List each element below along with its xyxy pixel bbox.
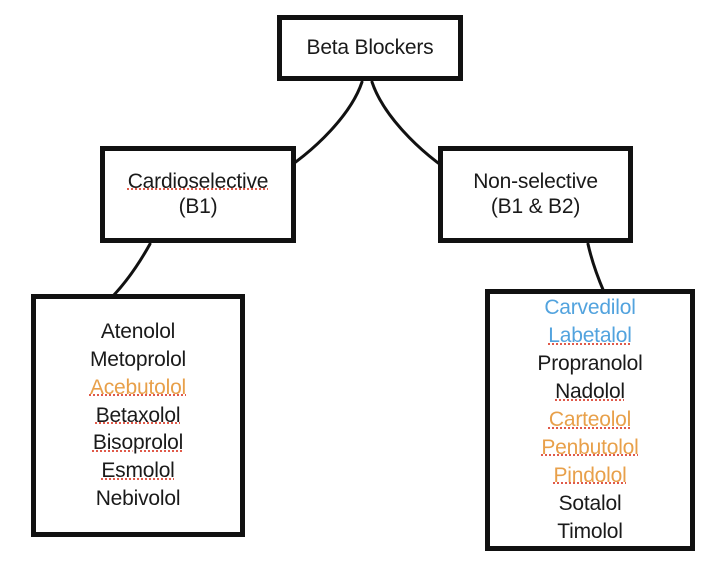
node-cardioselective[interactable]: Cardioselective (B1)	[100, 146, 296, 243]
drug-item: Labetalol	[548, 324, 632, 348]
node-beta-blockers[interactable]: Beta Blockers	[277, 15, 463, 81]
drug-item: Penbutolol	[541, 435, 639, 459]
node-cardioselective-label: Cardioselective	[127, 169, 269, 193]
drug-item: Carvedilol	[544, 296, 636, 320]
drug-item: Betaxolol	[95, 403, 181, 427]
drug-item: Esmolol	[101, 459, 175, 483]
drug-item: Metoprolol	[89, 347, 187, 371]
drug-item: Carteolol	[548, 408, 632, 432]
connector-cardioselective-to-list	[111, 242, 152, 298]
drug-item: Bisoprolol	[92, 431, 184, 455]
node-non-selective[interactable]: Non-selective (B1 & B2)	[438, 146, 633, 243]
node-beta-blockers-label: Beta Blockers	[306, 35, 434, 59]
drug-item: Nadolol	[555, 380, 625, 404]
node-non-selective-label: Non-selective	[473, 169, 598, 193]
connector-nonselective-to-list	[586, 242, 606, 294]
drug-item: Propranolol	[537, 352, 643, 376]
drug-item: Atenolol	[100, 319, 176, 343]
drug-item: Pindolol	[553, 463, 627, 487]
node-cardioselective-receptor: (B1)	[178, 194, 218, 218]
drug-item: Timolol	[557, 519, 623, 543]
drug-item: Acebutolol	[89, 375, 187, 399]
drug-item: Nebivolol	[95, 487, 181, 511]
node-non-selective-receptor: (B1 & B2)	[490, 194, 581, 218]
drug-item: Sotalol	[558, 491, 622, 515]
